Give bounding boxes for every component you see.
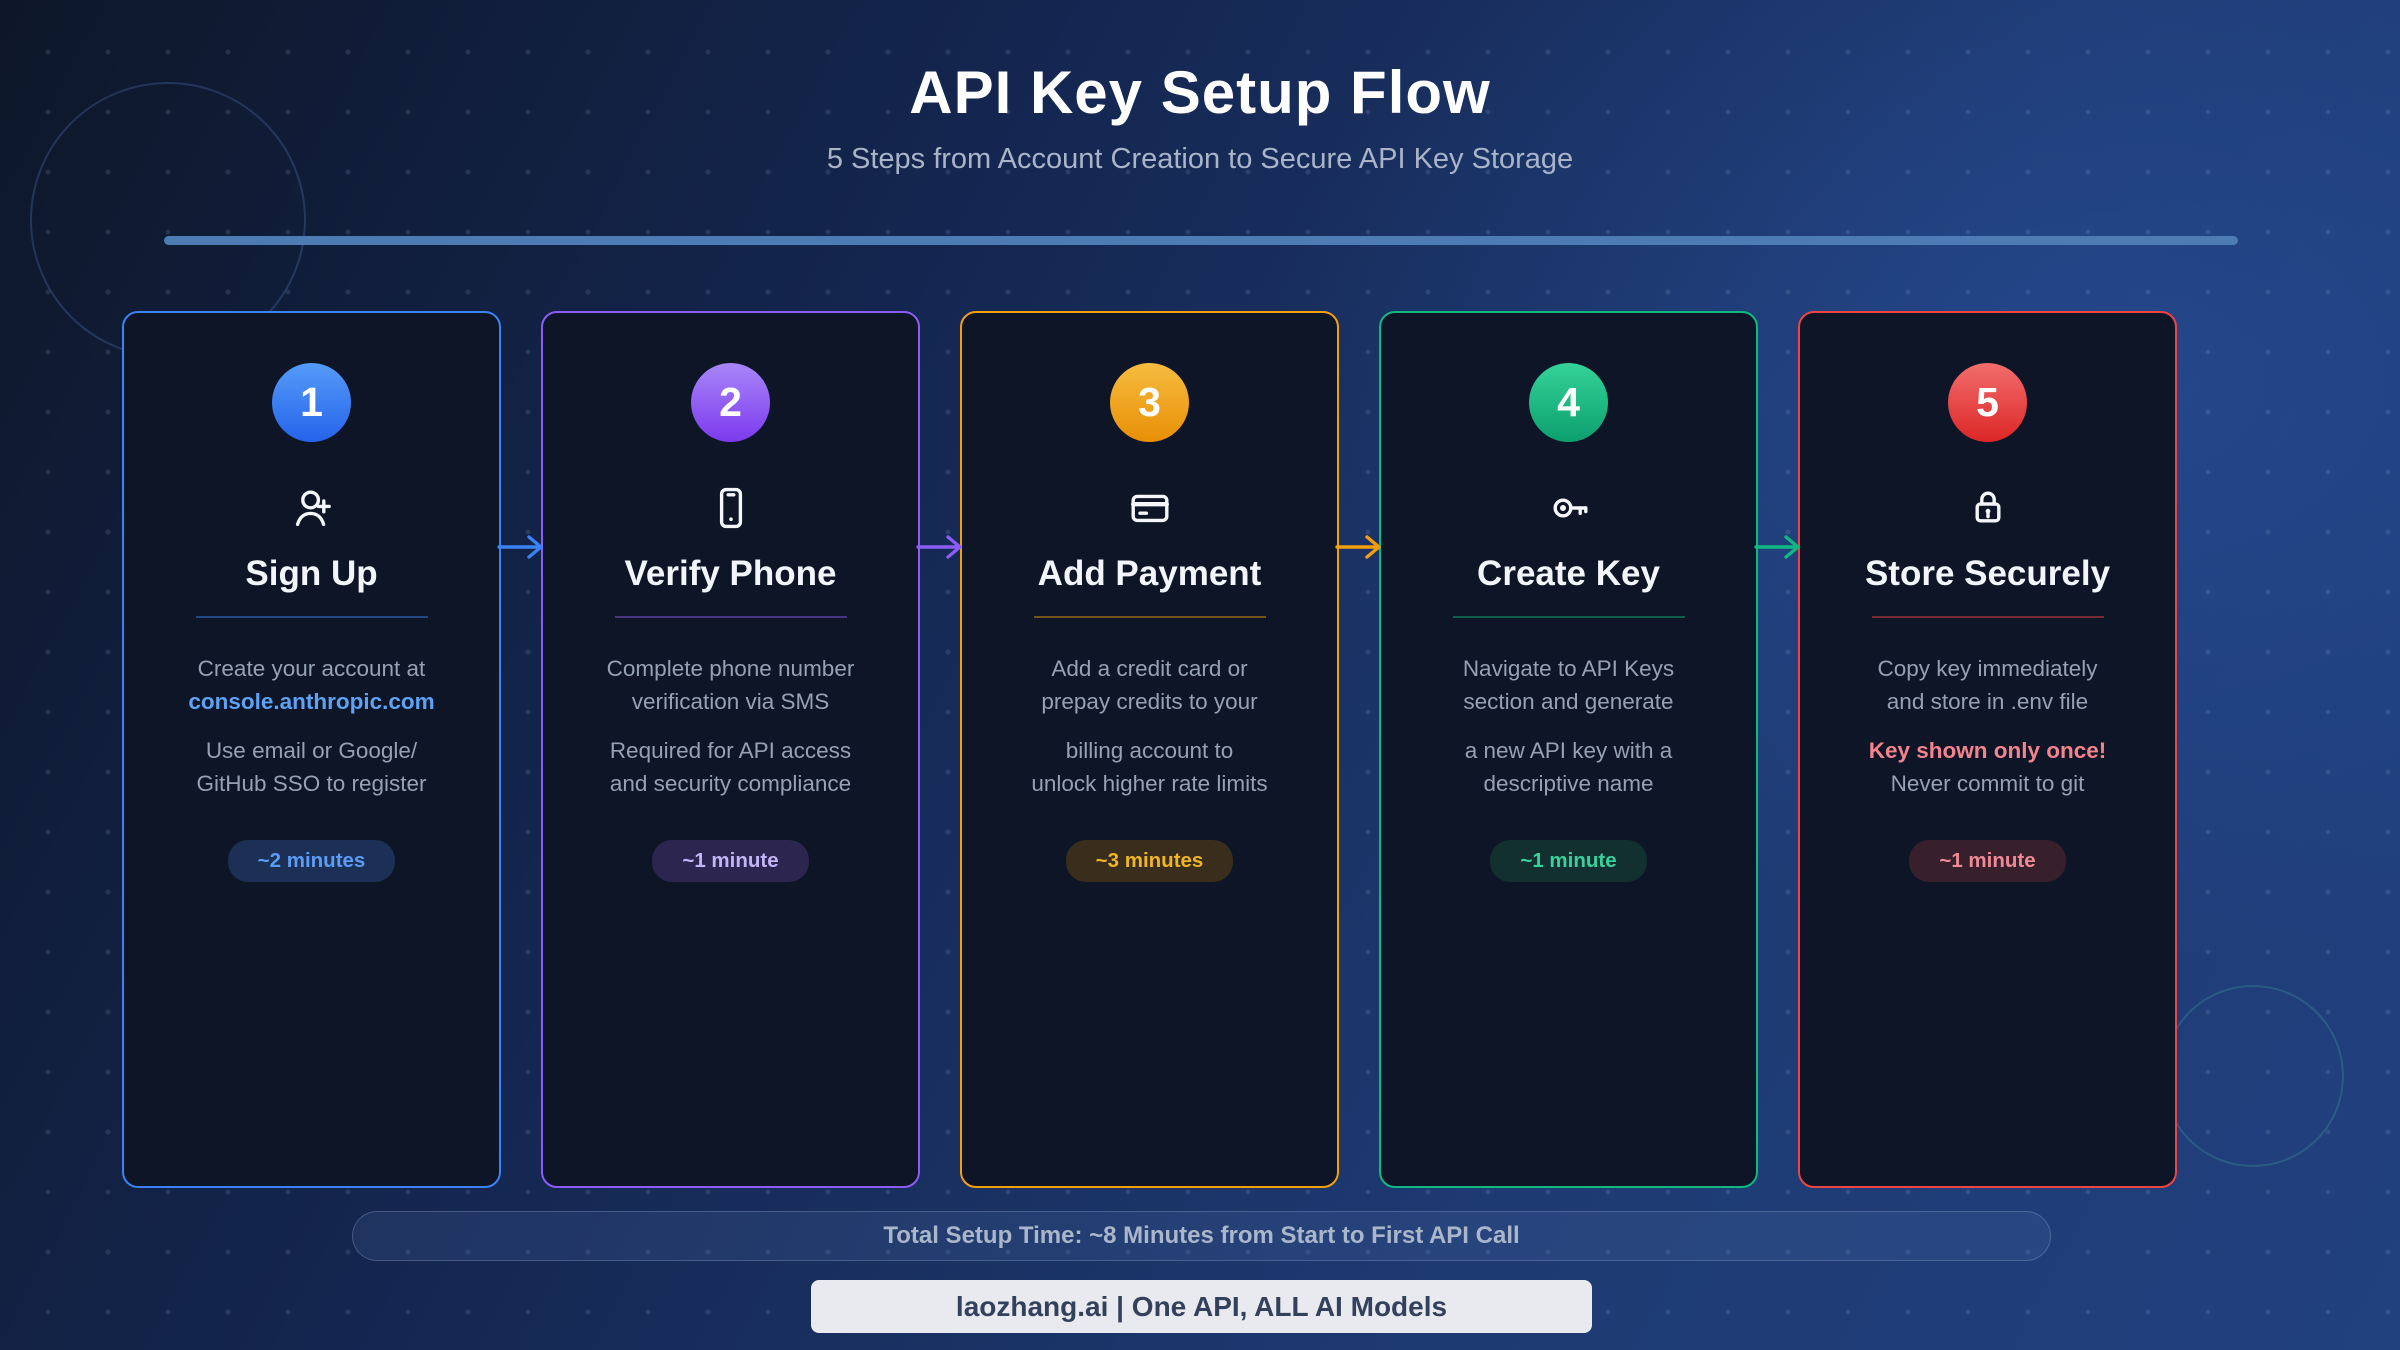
step-card-store-securely: 5 Store Securely Copy key immediately an…	[1798, 311, 2177, 1188]
flow-arrow-icon	[1750, 527, 1806, 567]
decorative-circle-bottom-right	[2162, 985, 2344, 1167]
time-badge: ~1 minute	[1909, 840, 2066, 882]
header: API Key Setup Flow 5 Steps from Account …	[0, 58, 2400, 176]
step-description: Copy key immediately and store in .env f…	[1877, 652, 2097, 718]
step-description: Navigate to API Keys section and generat…	[1463, 652, 1674, 718]
progress-line	[164, 236, 2238, 245]
step-card-create-key: 4 Create Key Navigate to API Keys sectio…	[1379, 311, 1758, 1188]
time-badge: ~3 minutes	[1065, 840, 1234, 882]
step-description: Add a credit card or prepay credits to y…	[1041, 652, 1257, 718]
lock-icon	[1964, 484, 2012, 532]
smartphone-icon	[707, 484, 755, 532]
step-card-add-payment: 3 Add Payment Add a credit card or prepa…	[960, 311, 1339, 1188]
step-desc-line: Create your account at	[197, 656, 426, 681]
step-desc-line: section and generate	[1463, 689, 1674, 714]
time-badge: ~2 minutes	[227, 840, 396, 882]
step-divider	[1452, 616, 1685, 618]
step-desc-line: and security compliance	[609, 771, 852, 796]
step-desc-line: billing account to	[1065, 738, 1234, 763]
time-badge: ~1 minute	[1490, 840, 1647, 882]
step-desc-line: Copy key immediately	[1877, 656, 2098, 681]
step-title: Sign Up	[245, 554, 378, 593]
flow-arrow-icon	[1331, 527, 1387, 567]
brand-text: laozhang.ai | One API, ALL AI Models	[955, 1290, 1448, 1322]
step-desc-line: descriptive name	[1483, 771, 1654, 796]
step-divider	[614, 616, 847, 618]
step-desc-line: Add a credit card or	[1051, 656, 1248, 681]
step-card-sign-up: 1 Sign Up Create your account at console…	[122, 311, 501, 1188]
step-number-badge: 5	[1948, 363, 2027, 442]
flow-arrow-icon	[912, 527, 968, 567]
brand-banner[interactable]: laozhang.ai | One API, ALL AI Models	[811, 1280, 1592, 1333]
key-icon	[1545, 484, 1593, 532]
total-setup-time-banner: Total Setup Time: ~8 Minutes from Start …	[352, 1211, 2051, 1261]
user-plus-icon	[288, 484, 336, 532]
step-title: Verify Phone	[624, 554, 837, 593]
step-divider	[1033, 616, 1266, 618]
step-title: Add Payment	[1037, 554, 1262, 593]
page-title: API Key Setup Flow	[909, 59, 1491, 126]
step-description: a new API key with a descriptive name	[1465, 734, 1673, 800]
step-desc-line: verification via SMS	[631, 689, 830, 714]
step-desc-line: a new API key with a	[1464, 738, 1673, 763]
step-description: Required for API access and security com…	[610, 734, 851, 800]
step-number-badge: 3	[1110, 363, 1189, 442]
flow-arrow-icon	[493, 527, 549, 567]
step-desc-line: and store in .env file	[1886, 689, 2089, 714]
step-desc-line: unlock higher rate limits	[1031, 771, 1268, 796]
step-desc-line: Navigate to API Keys	[1462, 656, 1675, 681]
step-description: Complete phone number verification via S…	[607, 652, 855, 718]
step-divider	[195, 616, 428, 618]
total-setup-time-text: Total Setup Time: ~8 Minutes from Start …	[883, 1222, 1520, 1249]
key-warning-text: Key shown only once!	[1868, 738, 2107, 763]
step-number-badge: 4	[1529, 363, 1608, 442]
step-desc-line: Never commit to git	[1890, 771, 2085, 796]
credit-card-icon	[1126, 484, 1174, 532]
step-desc-line: prepay credits to your	[1041, 689, 1258, 714]
page-subtitle: 5 Steps from Account Creation to Secure …	[826, 143, 1574, 175]
console-anthropic-link[interactable]: console.anthropic.com	[188, 689, 435, 714]
step-description: Key shown only once! Never commit to git	[1869, 734, 2107, 800]
time-badge: ~1 minute	[652, 840, 809, 882]
step-description: Use email or Google/ GitHub SSO to regis…	[196, 734, 426, 800]
step-number-badge: 2	[691, 363, 770, 442]
step-title: Store Securely	[1864, 554, 2111, 593]
step-description: billing account to unlock higher rate li…	[1031, 734, 1267, 800]
step-title: Create Key	[1477, 554, 1660, 593]
step-number-badge: 1	[272, 363, 351, 442]
step-desc-line: Use email or Google/	[205, 738, 418, 763]
step-desc-line: GitHub SSO to register	[196, 771, 427, 796]
steps-row: 1 Sign Up Create your account at console…	[122, 311, 2177, 1188]
step-card-verify-phone: 2 Verify Phone Complete phone number ver…	[541, 311, 920, 1188]
step-desc-line: Complete phone number	[606, 656, 855, 681]
step-description: Create your account at console.anthropic…	[188, 652, 434, 718]
step-desc-line: Required for API access	[609, 738, 852, 763]
step-divider	[1871, 616, 2104, 618]
